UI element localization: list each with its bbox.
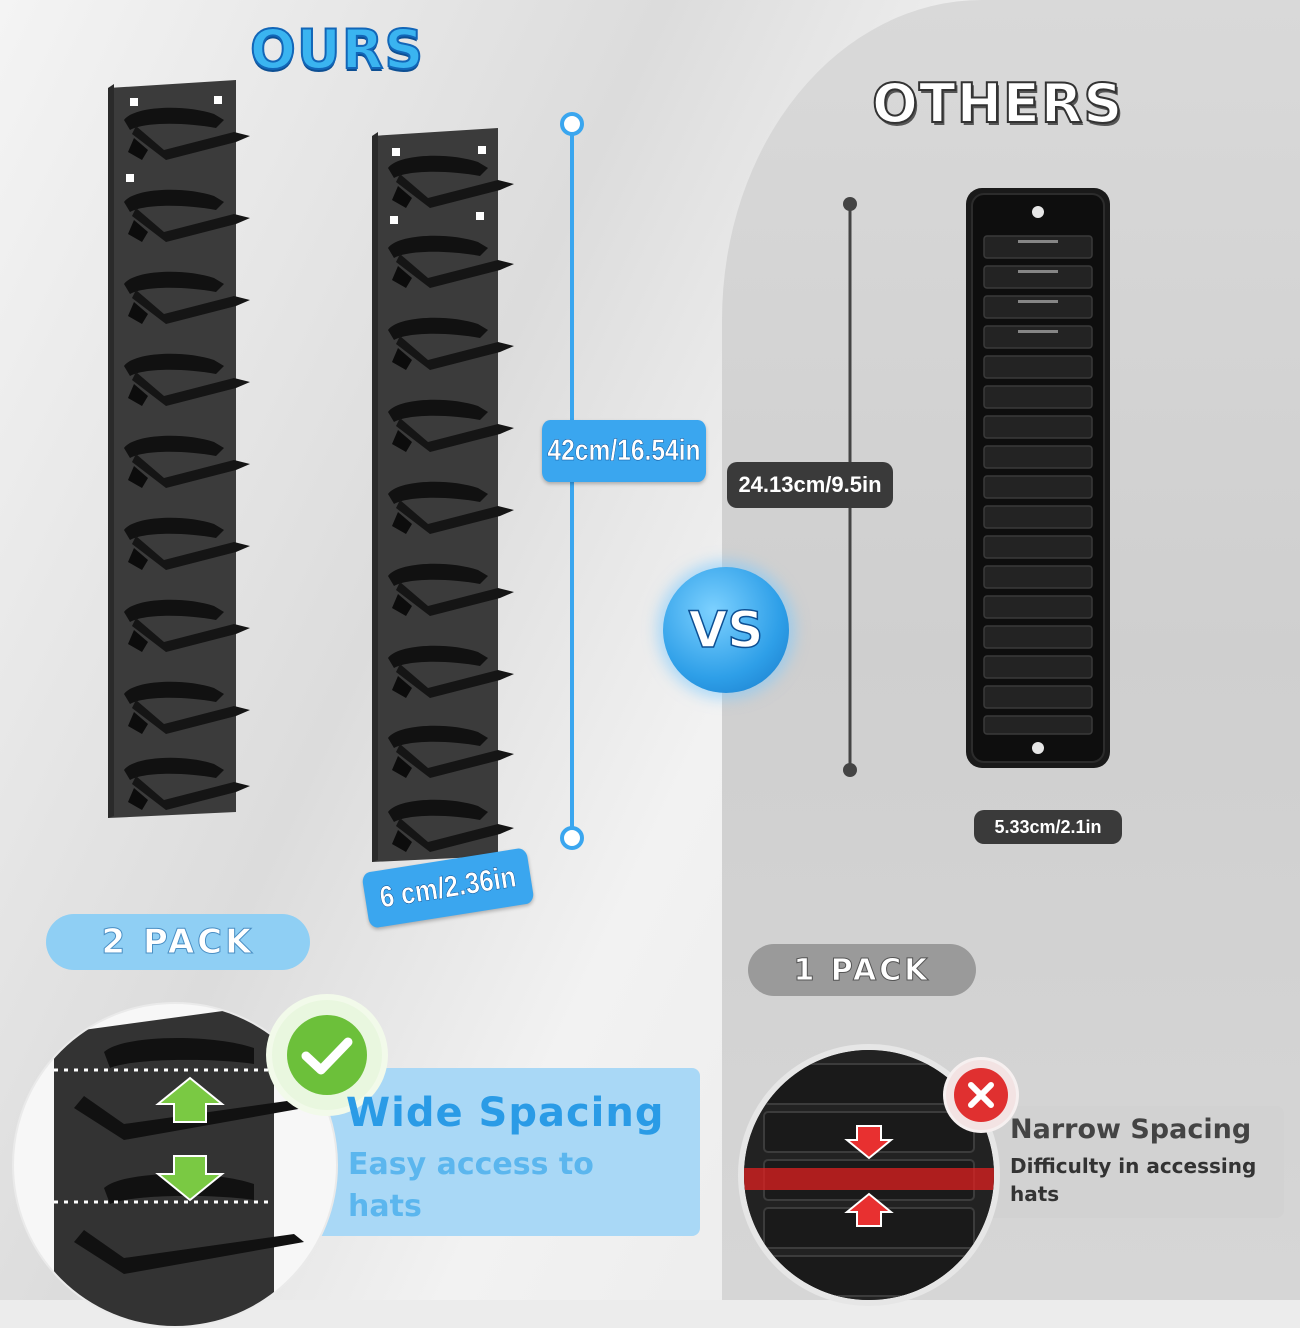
others-width-label: 5.33cm/2.1in — [974, 810, 1122, 844]
narrow-spacing-text: Difficulty in accessing hats — [1010, 1154, 1257, 1206]
ours-title: OURS — [249, 17, 425, 82]
rack-illustrations — [108, 80, 1110, 862]
wide-spacing-title: Wide Spacing — [346, 1090, 665, 1136]
arrow-up-icon — [155, 1076, 225, 1123]
others-height-label: 24.13cm/9.5in — [727, 462, 893, 508]
ours-zoom-circle — [12, 1002, 338, 1328]
narrow-spacing-panel — [960, 1106, 1284, 1218]
check-circle-icon — [272, 1000, 382, 1110]
others-zoom-illustration — [744, 1050, 994, 1300]
others-title: OTHERS — [871, 71, 1124, 136]
ours-rack-2 — [372, 128, 514, 862]
others-pack-label: 1 PACK — [748, 944, 976, 996]
ours-zoom-illustration — [54, 1004, 304, 1326]
narrow-spacing-title: Narrow Spacing — [1010, 1114, 1252, 1145]
others-rack — [966, 188, 1110, 768]
ours-height-label: 42cm/16.54in — [542, 420, 706, 482]
arrow-down-icon — [155, 1155, 225, 1202]
wide-spacing-text: Easy access to hats — [348, 1147, 594, 1224]
vs-badge: VS — [663, 567, 789, 693]
x-circle-icon — [946, 1060, 1016, 1130]
ours-rack-1 — [108, 80, 250, 818]
ours-pack-label: 2 PACK — [46, 914, 310, 970]
